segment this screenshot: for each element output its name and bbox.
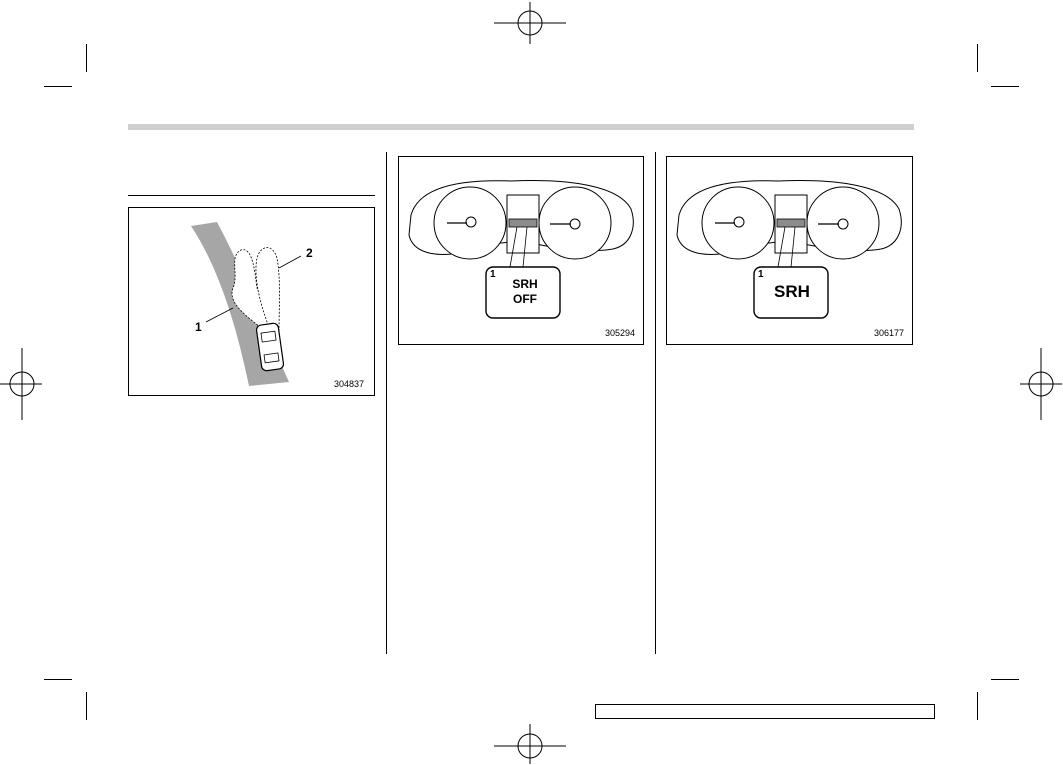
indicator-lamp [776, 218, 806, 228]
indicator-label: SRH [512, 277, 538, 291]
registration-mark-right [1020, 348, 1062, 420]
crop-mark [991, 86, 1019, 87]
car-icon [255, 322, 285, 372]
column-divider [386, 152, 387, 654]
figure-code: 305294 [604, 328, 635, 338]
instrument-cluster [676, 180, 902, 319]
figure-srh-off-indicator: 1 SRH OFF 305294 [398, 156, 644, 345]
crop-mark [86, 44, 87, 72]
page-header-bar [128, 124, 914, 130]
figure-code: 304837 [333, 379, 364, 389]
section-rule [128, 195, 375, 196]
left-gauge-hub [733, 216, 745, 228]
crop-mark [86, 692, 87, 720]
indicator-leader-a [509, 226, 518, 268]
registration-mark-left [0, 348, 42, 420]
indicator-label-sub: OFF [513, 292, 537, 306]
crop-mark [977, 44, 978, 72]
road-illustration [191, 222, 302, 386]
callout-label-1: 1 [195, 320, 202, 334]
registration-mark-top [494, 2, 566, 44]
callout-leader-1 [205, 307, 234, 323]
callout-leader-2 [278, 255, 302, 269]
crop-mark [44, 679, 72, 680]
indicator-lamp [508, 218, 538, 228]
indicator-label: SRH [774, 282, 810, 301]
page-footer-box [595, 704, 935, 719]
figure-srh-indicator: 1 SRH 306177 [666, 156, 913, 345]
indicator-leader-b [522, 226, 528, 268]
registration-mark-bottom [494, 724, 566, 764]
right-gauge-hub [569, 218, 581, 230]
callout-number: 1 [490, 269, 496, 280]
figure-headlight-beam: 1 2 304837 [128, 207, 375, 396]
crop-mark [977, 692, 978, 720]
beam-2 [255, 247, 280, 333]
right-gauge-hub [837, 218, 849, 230]
crop-mark [44, 86, 72, 87]
left-gauge-hub [465, 216, 477, 228]
callout-number: 1 [758, 269, 764, 280]
callout-box [753, 266, 829, 319]
column-divider [655, 152, 656, 654]
figure-code: 306177 [873, 328, 904, 338]
callout-box [485, 266, 561, 319]
instrument-cluster [408, 180, 634, 319]
indicator-leader-b [790, 226, 796, 268]
crop-mark [991, 679, 1019, 680]
indicator-leader-a [777, 226, 786, 268]
callout-label-2: 2 [306, 246, 313, 260]
